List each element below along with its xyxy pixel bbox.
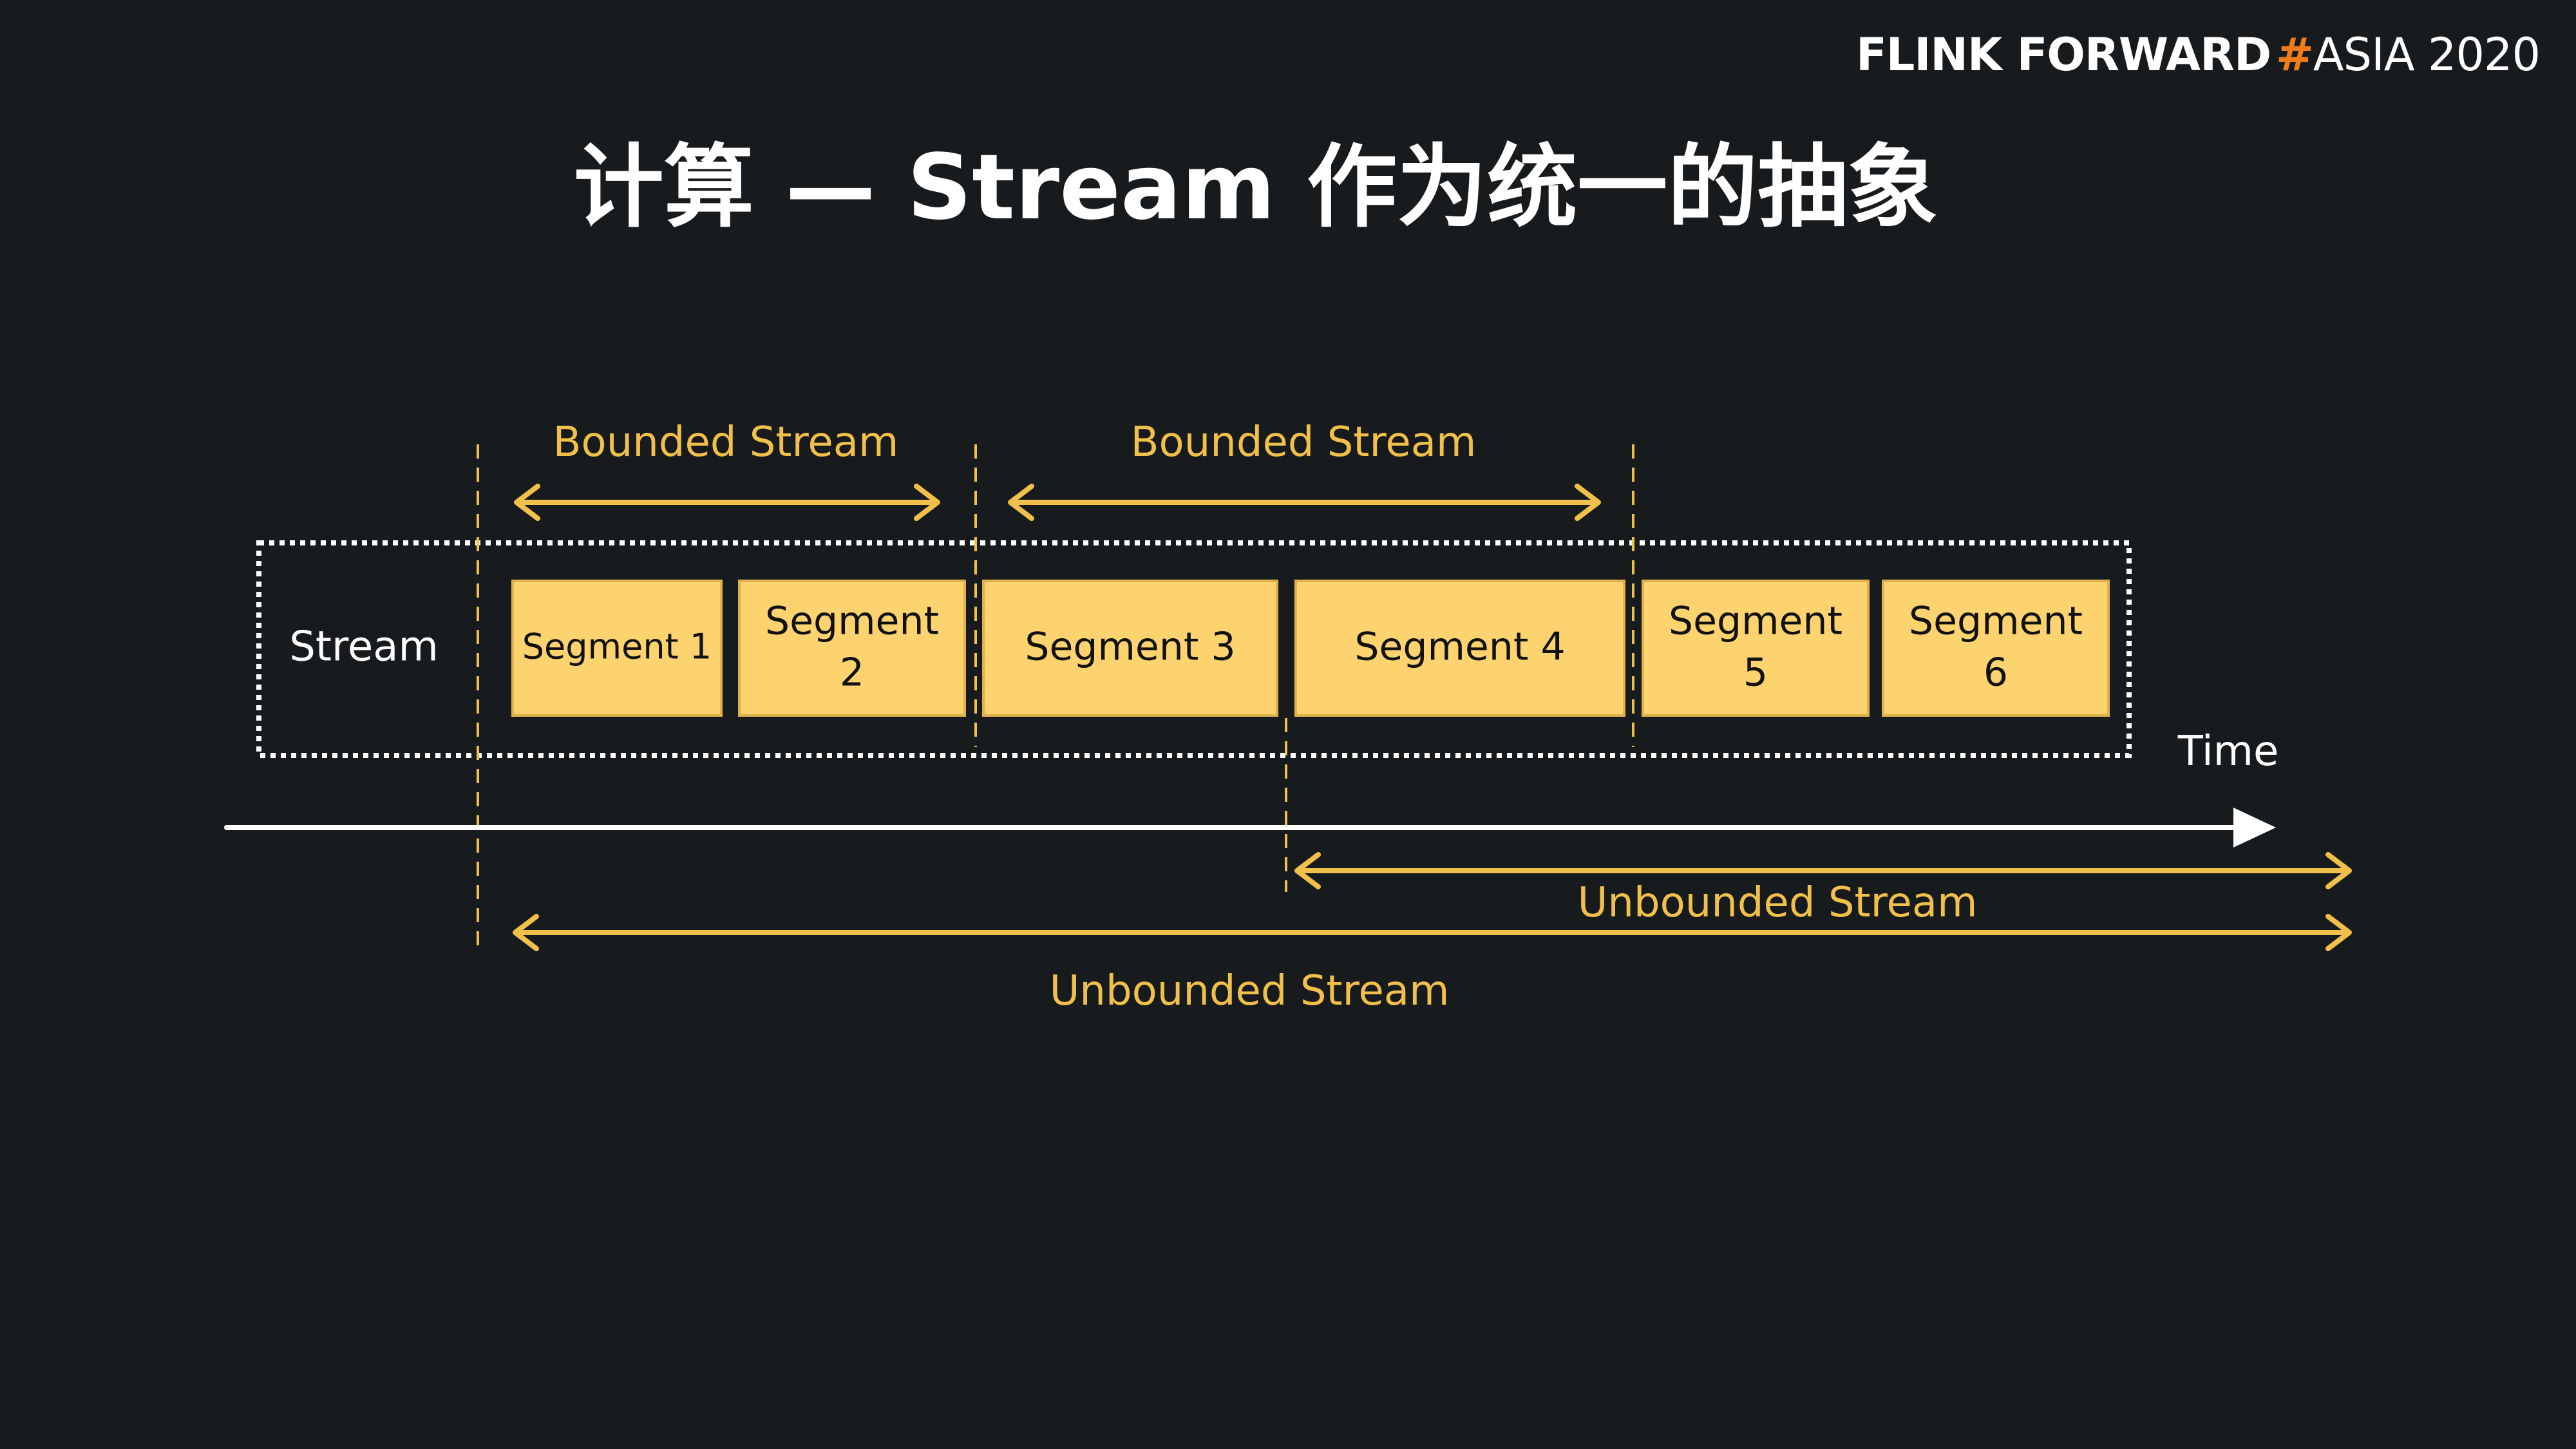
segment-6-label-line1: Segment bbox=[1909, 599, 2083, 644]
unbounded-stream-2-label: Unbounded Stream bbox=[1050, 967, 1450, 1015]
segment-6-label-line2: 6 bbox=[1984, 650, 2008, 696]
brand-hash: # bbox=[2276, 28, 2314, 81]
segment-4-label: Segment 4 bbox=[1354, 625, 1565, 670]
slide-title: 计算 — Stream 作为统一的抽象 bbox=[573, 135, 1938, 240]
bounded-stream-1-arrow bbox=[514, 484, 940, 521]
segment-3-label: Segment 3 bbox=[1025, 625, 1235, 670]
segment-3: Segment 3 bbox=[982, 580, 1278, 717]
bounded-stream-2-arrow bbox=[1008, 484, 1601, 521]
stream-label: Stream bbox=[289, 623, 439, 671]
segment-2-label-line2: 2 bbox=[840, 650, 864, 696]
bounded-stream-1-label: Bounded Stream bbox=[553, 419, 899, 466]
unbounded-stream-1-label: Unbounded Stream bbox=[1578, 879, 1978, 927]
brand-name: FLINK FORWARD bbox=[1855, 28, 2271, 81]
unbounded-stream-1-arrow bbox=[1294, 852, 2352, 889]
segment-5-label-line2: 5 bbox=[1743, 650, 1768, 696]
unbounded-stream-2-arrow bbox=[513, 914, 2352, 951]
segment-4: Segment 4 bbox=[1294, 580, 1625, 717]
time-axis-arrow bbox=[224, 808, 2276, 848]
segment-5: Segment 5 bbox=[1642, 580, 1870, 717]
brand-logo: FLINK FORWARD#ASIA 2020 bbox=[1855, 28, 2541, 81]
time-label: Time bbox=[2177, 728, 2279, 775]
segment-6: Segment 6 bbox=[1882, 580, 2110, 717]
segment-5-label-line1: Segment bbox=[1669, 599, 1842, 644]
brand-event: ASIA 2020 bbox=[2313, 28, 2541, 81]
segment-1: Segment 1 bbox=[511, 580, 723, 717]
segment-2: Segment 2 bbox=[738, 580, 966, 717]
segment-2-label-line1: Segment bbox=[765, 599, 939, 644]
bounded-stream-2-label: Bounded Stream bbox=[1131, 419, 1477, 466]
segment-1-label: Segment 1 bbox=[522, 627, 712, 667]
